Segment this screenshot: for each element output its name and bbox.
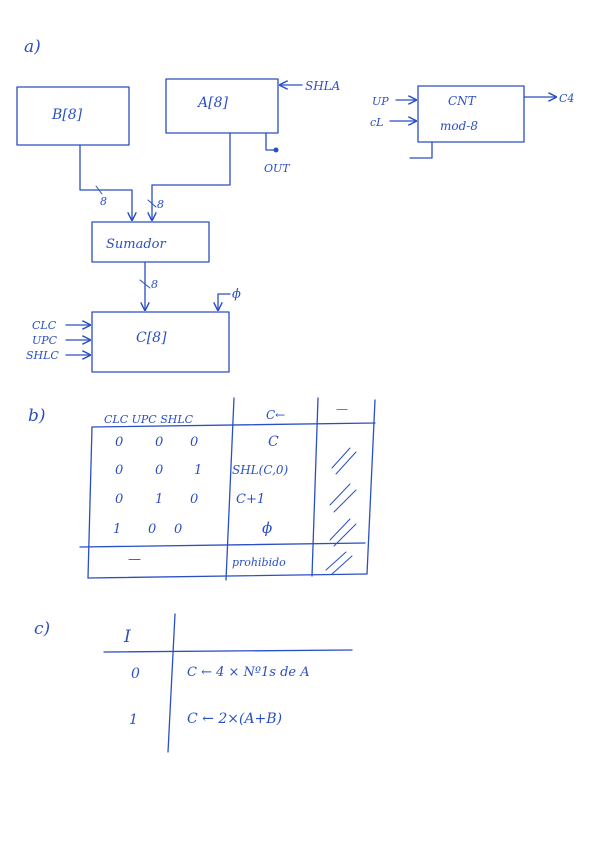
bus-b-slash <box>95 185 103 195</box>
table-b-row-3-shlc: 0 <box>190 492 198 507</box>
shlc-label: SHLC <box>26 349 59 362</box>
adder-label: Sumador <box>106 237 167 252</box>
table-b-last-row-inputs: — <box>128 552 141 567</box>
table-b-row-4-shlc: 0 <box>174 522 182 537</box>
register-a-label: A[8] <box>196 95 228 111</box>
table-b-row-3-op: C+1 <box>236 492 265 507</box>
bus-b-width: 8 <box>100 195 107 208</box>
table-b-foot-rule <box>87 573 368 579</box>
table-b-header-op: C← <box>266 408 285 422</box>
table-c-header-rule <box>103 649 353 653</box>
counter-mod-label: mod-8 <box>440 119 478 133</box>
register-c-label: C[8] <box>136 330 167 346</box>
table-c-row-1-op: C ← 4 × Nº1s de A <box>187 665 310 680</box>
hatch-mark <box>331 447 351 469</box>
counter-out-label: C4 <box>559 92 574 105</box>
section-label-b: b) <box>28 406 46 426</box>
register-b-label: B[8] <box>51 107 83 123</box>
upc-label: UPC <box>32 334 58 347</box>
table-b-bottom-rule <box>79 542 366 548</box>
hatch-mark <box>325 551 347 571</box>
table-b-row-4-op: ϕ <box>262 519 272 537</box>
hatch-mark <box>331 555 353 575</box>
table-c-row-2-i: 1 <box>129 712 138 728</box>
hatch-mark <box>335 451 357 475</box>
out-wire <box>265 132 275 151</box>
table-b-row-4-clc: 1 <box>113 522 121 537</box>
table-b-row-2-shlc: 1 <box>194 463 202 478</box>
hatch-mark <box>333 489 357 513</box>
section-label-a: a) <box>24 37 41 57</box>
table-b-header-blank: — <box>336 402 348 416</box>
bus-a-slash <box>147 199 157 208</box>
table-b-last-row-op: prohibido <box>232 556 286 569</box>
section-label-c: c) <box>34 619 50 639</box>
register-a-box <box>165 78 279 134</box>
table-b-row-2-op: SHL(C,0) <box>232 463 289 477</box>
table-b-col-rule-1 <box>225 397 235 581</box>
register-c-box <box>91 311 230 373</box>
clc-label: CLC <box>32 319 57 332</box>
table-b-row-2-upc: 0 <box>155 463 163 478</box>
control-table: CLC UPC SHLC C← — 0 0 0 C 0 0 1 SHL(C,0)… <box>79 397 376 581</box>
counter-box <box>417 85 525 143</box>
bus-sum-width: 8 <box>151 278 158 291</box>
counter-up-label: UP <box>372 95 389 108</box>
shl-a-label: SHLA <box>305 79 341 93</box>
phi-wire <box>218 293 231 310</box>
table-b-left-rule <box>87 426 93 579</box>
table-b-row-1-clc: 0 <box>115 435 123 450</box>
adder-box <box>91 221 210 263</box>
table-c-col-rule <box>167 613 176 753</box>
out-terminal <box>273 147 279 153</box>
out-label: OUT <box>264 162 291 175</box>
counter-bottom-wire <box>409 141 433 159</box>
table-b-row-1-upc: 0 <box>155 435 163 450</box>
table-c-row-1-i: 0 <box>131 666 140 682</box>
hatch-mark <box>329 483 351 506</box>
counter-cl-label: cL <box>370 116 383 129</box>
table-b-header-inputs: CLC UPC SHLC <box>104 413 194 426</box>
register-b-box <box>16 86 130 146</box>
table-b-col-rule-2 <box>311 397 319 577</box>
table-b-row-3-clc: 0 <box>115 492 123 507</box>
phi-label: ϕ <box>232 287 241 302</box>
table-c-header: I <box>123 627 131 647</box>
counter-title: CNT <box>448 94 477 108</box>
bus-sum-slash <box>139 279 151 289</box>
hatch-mark <box>329 518 351 541</box>
table-b-col-rule-3 <box>366 399 376 575</box>
table-b-row-1-shlc: 0 <box>190 435 198 450</box>
table-b-row-2-clc: 0 <box>115 463 123 478</box>
bus-a-width: 8 <box>157 198 164 211</box>
table-b-row-4-upc: 0 <box>148 522 156 537</box>
bus-a-wire <box>152 132 231 220</box>
table-b-header-rule <box>91 422 376 428</box>
table-b-row-1-op: C <box>268 434 279 450</box>
operation-table: I 0 C ← 4 × Nº1s de A 1 C ← 2×(A+B) <box>103 613 353 753</box>
hatch-mark <box>333 523 357 547</box>
table-b-row-3-upc: 1 <box>155 492 163 507</box>
bus-b-wire <box>79 144 132 220</box>
table-c-row-2-op: C ← 2×(A+B) <box>187 711 282 727</box>
